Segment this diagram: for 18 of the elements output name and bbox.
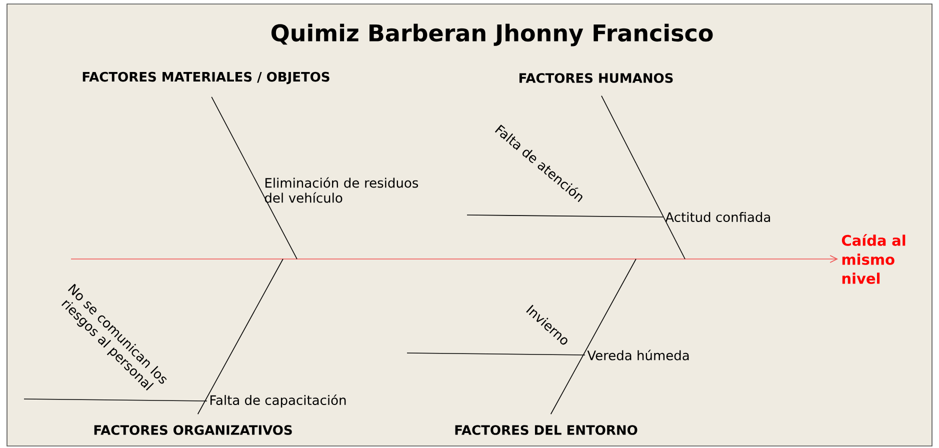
effect-label: Caída al mismo nivel xyxy=(842,234,906,284)
category-heading: FACTORES ORGANIZATIVOS xyxy=(94,425,292,435)
cause-label: Falta de capacitación xyxy=(210,394,346,408)
category-heading: FACTORES HUMANOS xyxy=(520,73,673,83)
cause-label: Vereda húmeda xyxy=(587,350,689,360)
cause-label: Eliminación de residuos del vehículo xyxy=(264,177,418,203)
cause-line xyxy=(466,214,664,218)
category-heading: FACTORES MATERIALES / OBJETOS xyxy=(82,72,330,84)
cause-line xyxy=(24,398,208,402)
bone-line xyxy=(550,258,636,415)
cause-line xyxy=(406,352,586,356)
bone-line xyxy=(601,95,686,260)
cause-label: Actitud confiada xyxy=(665,212,770,222)
category-heading: FACTORES DEL ENTORNO xyxy=(455,425,638,435)
spine-arrow xyxy=(70,255,838,263)
title: Quimiz Barberan Jhonny Francisco xyxy=(271,24,713,46)
bone-line xyxy=(211,96,298,260)
bone-line xyxy=(197,258,284,415)
